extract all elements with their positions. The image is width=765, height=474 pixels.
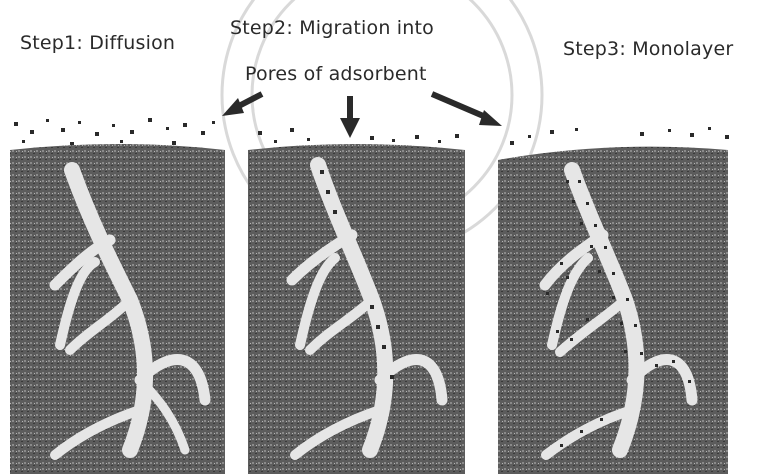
step2-label-line2: Pores of adsorbent (245, 63, 427, 85)
step2-label-line1: Step2: Migration into (230, 17, 434, 39)
adsorbent-block-2 (248, 144, 465, 474)
adsorbate-particles (14, 118, 729, 146)
step1-label: Step1: Diffusion (20, 32, 175, 54)
arrow-to-block-3 (432, 94, 502, 126)
adsorbent-block-3 (498, 147, 728, 474)
arrow-to-block-2 (340, 96, 360, 138)
step3-label: Step3: Monolayer (563, 38, 733, 60)
adsorbent-block-1 (10, 144, 225, 474)
arrow-to-block-1 (222, 94, 262, 116)
arrows (222, 94, 502, 138)
